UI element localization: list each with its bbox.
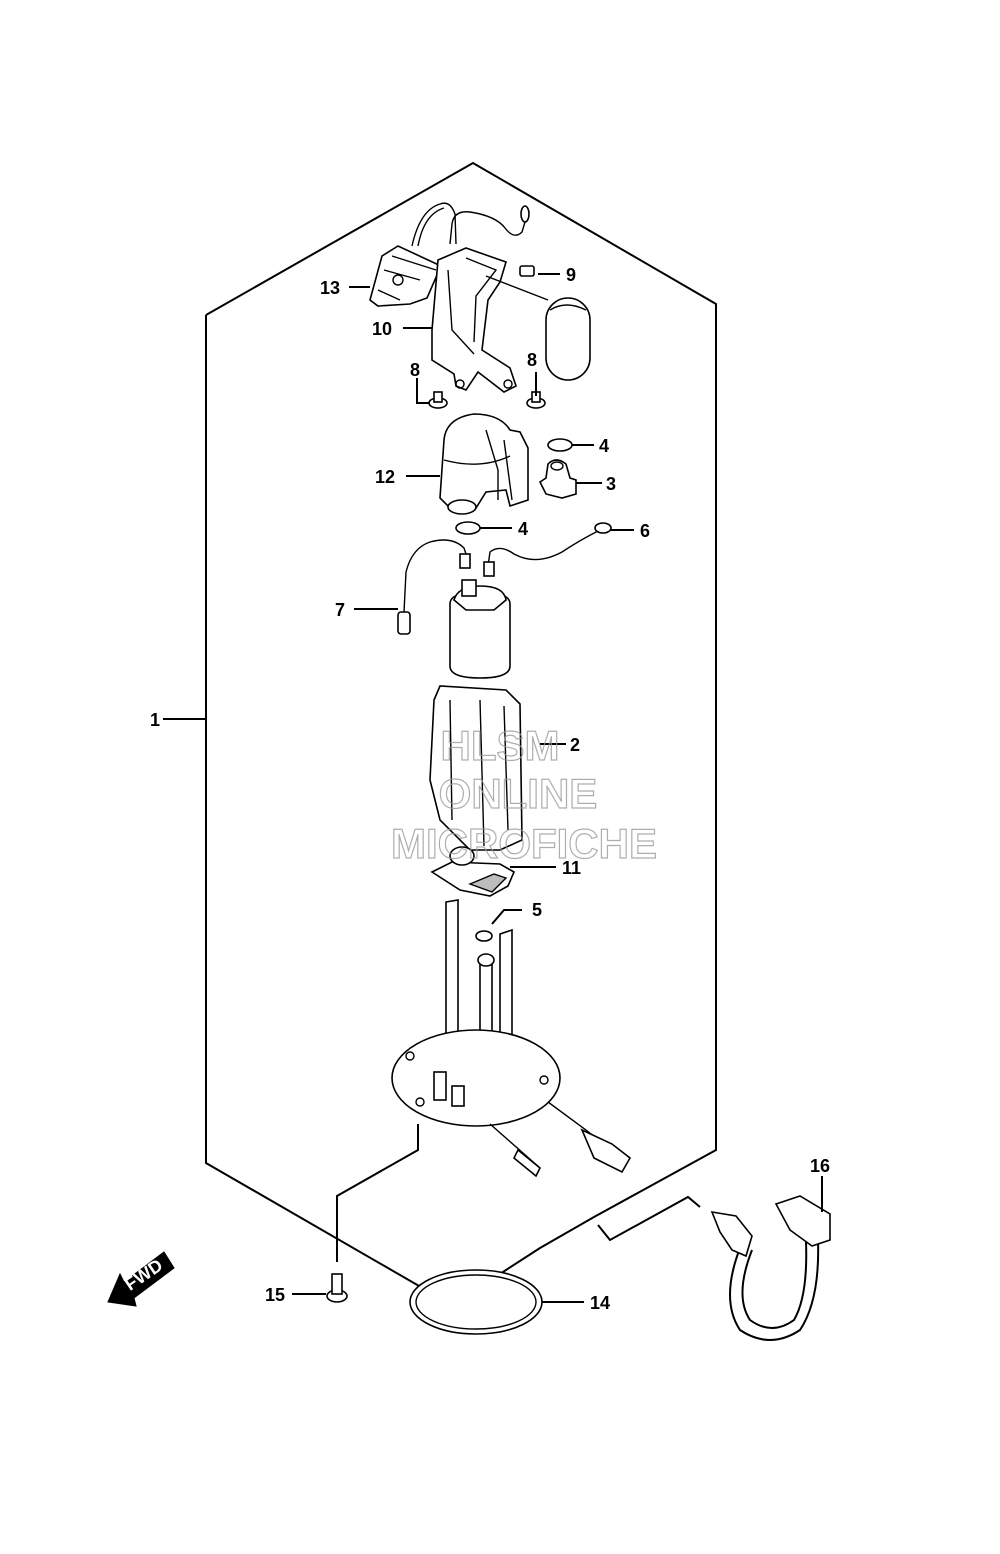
- part-15-bolt: [326, 1273, 348, 1303]
- part-13-plate: [369, 202, 457, 307]
- part-7-terminal: [397, 611, 411, 635]
- connector-a: [459, 553, 471, 569]
- fuel-pump-body: [449, 579, 511, 679]
- part-10-bracket: [431, 247, 517, 393]
- part-14-gasket: [409, 1269, 543, 1335]
- leader-5: [491, 909, 522, 925]
- callout-16: 16: [810, 1156, 830, 1176]
- part-12-housing: [439, 413, 529, 515]
- pump-flange-base: [391, 899, 632, 1178]
- callout-3: 3: [606, 474, 616, 494]
- part-2-case: [429, 685, 523, 851]
- callout-11: 11: [562, 858, 581, 878]
- connector-b: [483, 561, 495, 577]
- assembly-outline: [205, 161, 717, 1307]
- dashed-line-15: [336, 1124, 419, 1262]
- part-7-wire: [403, 539, 469, 613]
- part-16-hose: [710, 1195, 831, 1341]
- callout-8-right: 8: [527, 350, 537, 370]
- part-14-gasket-inner: [415, 1274, 537, 1330]
- callout-6: 6: [640, 521, 650, 541]
- callout-14: 14: [590, 1293, 610, 1313]
- part-9-float: [485, 265, 591, 381]
- callout-10: 10: [372, 319, 392, 339]
- callout-9: 9: [566, 265, 576, 285]
- callout-4-lower: 4: [518, 519, 528, 539]
- part-13-wire: [449, 211, 529, 245]
- fwd-direction-arrow: FWD: [107, 1251, 175, 1307]
- watermark-line-3: MICROFICHE: [391, 820, 657, 867]
- leader-8a: [416, 378, 430, 404]
- part-6-terminal: [594, 522, 612, 534]
- callout-13: 13: [320, 278, 340, 298]
- dashed-line-16: [597, 1195, 701, 1242]
- wire-terminal: [520, 205, 530, 223]
- callout-5: 5: [532, 900, 542, 920]
- callout-15: 15: [265, 1285, 285, 1305]
- callout-12: 12: [375, 467, 395, 487]
- part-3-regulator: [538, 459, 577, 499]
- callout-2: 2: [570, 735, 580, 755]
- watermark: HLSM ONLINE MICROFICHE: [390, 721, 657, 867]
- watermark-line-1: HLSM: [441, 722, 560, 769]
- callout-1: 1: [150, 710, 160, 730]
- part-6-wire: [487, 529, 601, 567]
- part-5-ring: [475, 930, 493, 942]
- watermark-line-2: ONLINE: [439, 770, 598, 817]
- part-4-oring-upper: [547, 438, 573, 452]
- callout-8-left: 8: [410, 360, 420, 380]
- callout-7: 7: [335, 600, 345, 620]
- callout-4-upper: 4: [599, 436, 609, 456]
- part-8-screw-left: [428, 391, 448, 409]
- part-4-oring-lower: [455, 521, 481, 535]
- part-11-strainer: [430, 846, 516, 897]
